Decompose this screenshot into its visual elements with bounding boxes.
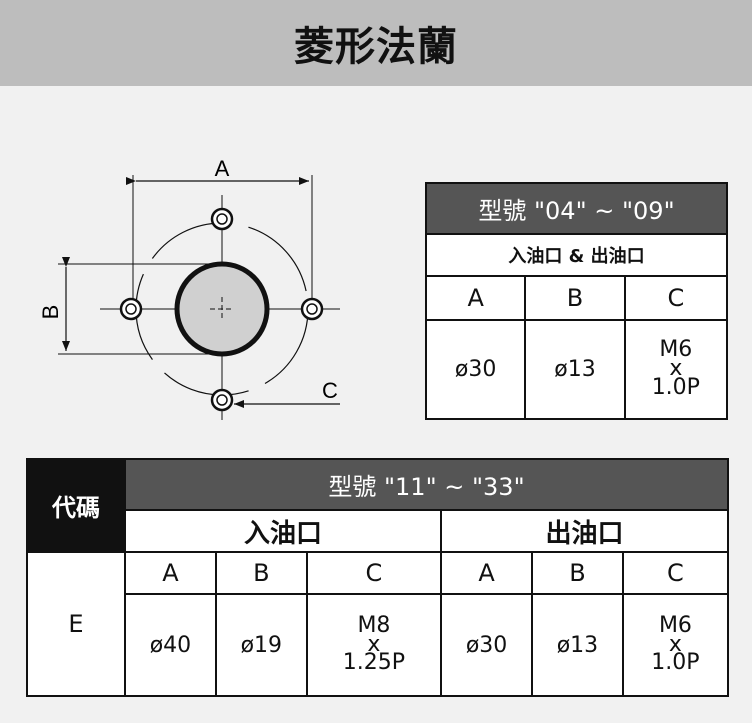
inlet-label: 入油口 (123, 509, 443, 553)
outlet-header-b: B (530, 551, 624, 595)
dimension-b: B (40, 257, 222, 355)
dim-a-label: A (215, 156, 230, 181)
inlet-header-a: A (124, 551, 217, 595)
outlet-value-c: M6 x 1.0P (621, 593, 730, 697)
code-header: 代碼 (26, 458, 126, 553)
header-b: B (524, 275, 626, 321)
outlet-header-c: C (621, 551, 730, 595)
bolt-hole-bottom (210, 388, 234, 412)
bolt-hole-top (210, 207, 234, 231)
spec-table-04-09: 型號 "04" ~ "09" 入油口 & 出油口 A B C ø30 ø13 M… (424, 182, 729, 420)
page-title: 菱形法蘭 (0, 0, 752, 86)
value-a: ø30 (424, 319, 527, 420)
value-c: M6 x 1.0P (623, 319, 729, 420)
table-title: 型號 "11" ~ "33" (124, 458, 729, 511)
outlet-label: 出油口 (440, 509, 729, 553)
spec-table-11-33: 代碼 型號 "11" ~ "33" 入油口 出油口 E A B C A B C … (26, 458, 730, 697)
outlet-value-b: ø13 (530, 593, 624, 697)
dim-c-label: C (322, 378, 338, 403)
header-a: A (424, 275, 527, 321)
header-c: C (623, 275, 729, 321)
inlet-header-b: B (214, 551, 308, 595)
port-label: 入油口 & 出油口 (425, 233, 728, 277)
outlet-header-a: A (440, 551, 533, 595)
table-title: 型號 "04" ~ "09" (425, 182, 728, 235)
bolt-hole-left (119, 297, 143, 321)
inlet-header-c: C (305, 551, 443, 595)
dimension-a: A (126, 156, 313, 300)
bolt-hole-right (300, 297, 324, 321)
inlet-value-c: M8 x 1.25P (305, 593, 443, 697)
inlet-value-a: ø40 (124, 593, 217, 697)
dimension-c: C (234, 378, 340, 408)
dim-b-label: B (40, 305, 63, 320)
outlet-value-a: ø30 (440, 593, 533, 697)
flange-drawing: A B C (40, 156, 340, 420)
inlet-value-b: ø19 (214, 593, 308, 697)
code-value: E (26, 551, 126, 697)
value-b: ø13 (524, 319, 626, 420)
